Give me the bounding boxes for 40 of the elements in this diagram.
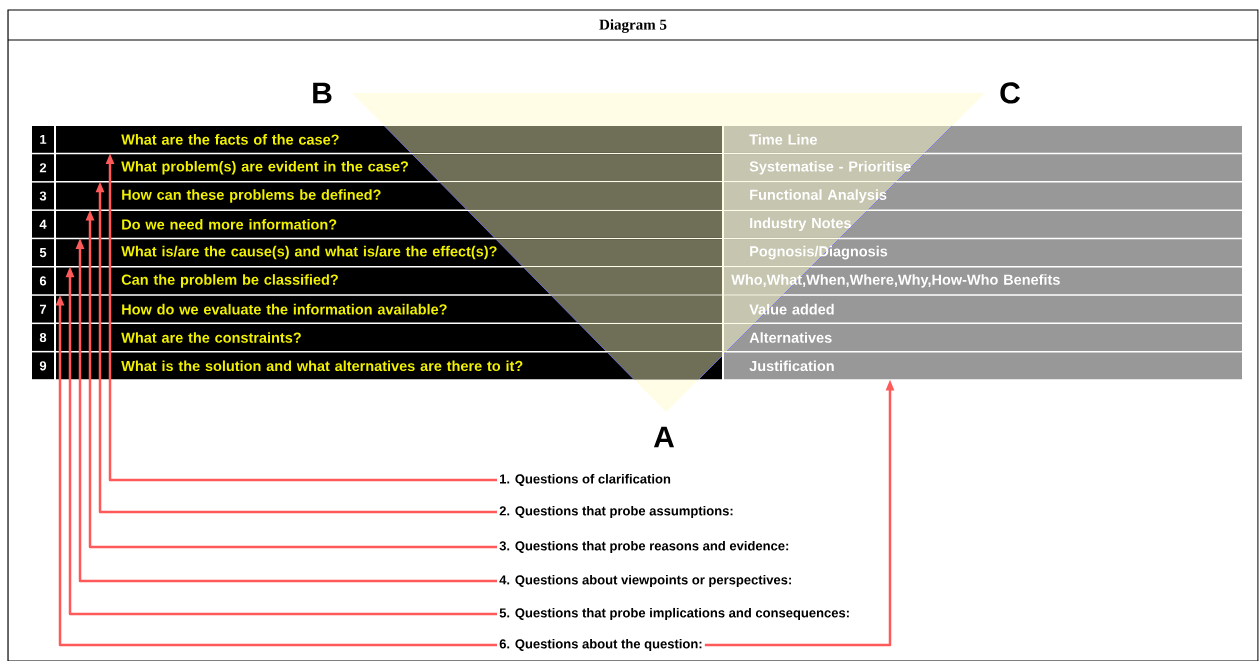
question-type: 1. Questions of clarification — [500, 474, 671, 486]
answer-cell: Justification — [724, 352, 1242, 380]
title: Diagram 5 — [599, 19, 667, 33]
node-label: 6 — [39, 276, 47, 286]
question-row: 6 Can the problem be classified? — [32, 267, 722, 295]
node-label: 1 — [40, 134, 47, 144]
answer-cell: Industry Notes — [724, 210, 1242, 238]
question-row: 9 What is the solution and what alternatives are there to it? — [32, 352, 722, 380]
question-row: 2 What problem(s) are evident in the case? — [32, 154, 722, 182]
question-type: 3. Questions that probe reasons and evidence: — [499, 540, 789, 554]
question-row: 5 What is/are the cause(s) and what is/are the effect(s)? — [32, 239, 722, 266]
question-row: 8 What are the constraints? — [32, 324, 722, 351]
question-type: 5. Questions that probe implications and consequences: — [499, 607, 849, 621]
node-label: What are the constraints? — [121, 332, 301, 343]
answer-cell: Alternatives — [724, 324, 1242, 351]
question-type: 2. Questions that probe assumptions: — [499, 505, 733, 519]
node-label: Do we need more information? — [122, 218, 337, 230]
answer-cell: Systematise - Prioritise — [724, 154, 1242, 182]
node-label: 3 — [39, 191, 47, 201]
question-row: 3 How can these problems be defined? — [32, 182, 722, 210]
node-label: 9 — [39, 361, 47, 371]
answer-cell: Time Line — [724, 126, 1242, 153]
question-type: 4. Questions about viewpoints or perspectives: — [499, 574, 791, 588]
vertex-letter: B — [313, 82, 332, 104]
node-label: 4 — [39, 219, 47, 229]
answer-cell: Value added — [724, 295, 1242, 323]
question-row: 7 How do we evaluate the information available? — [32, 295, 722, 323]
vertex-letter: A — [653, 426, 675, 448]
node-label: What are the facts of the case? — [121, 134, 339, 145]
node-label: 7 — [39, 304, 47, 314]
node-label: 8 — [39, 332, 47, 343]
question-type: 6. Questions about the question: — [499, 638, 702, 652]
node-label: Can the problem be classified? — [121, 274, 338, 288]
node-label: 5 — [39, 248, 47, 258]
question-row: 1 What are the facts of the case? — [32, 126, 722, 153]
vertex-letter: C — [1000, 82, 1020, 104]
node-label: 2 — [39, 163, 47, 173]
node-label: How can these problems be defined? — [122, 189, 381, 203]
question-row: 4 Do we need more information? — [32, 210, 722, 238]
node-label: What problem(s) are evident in the case? — [121, 160, 408, 175]
